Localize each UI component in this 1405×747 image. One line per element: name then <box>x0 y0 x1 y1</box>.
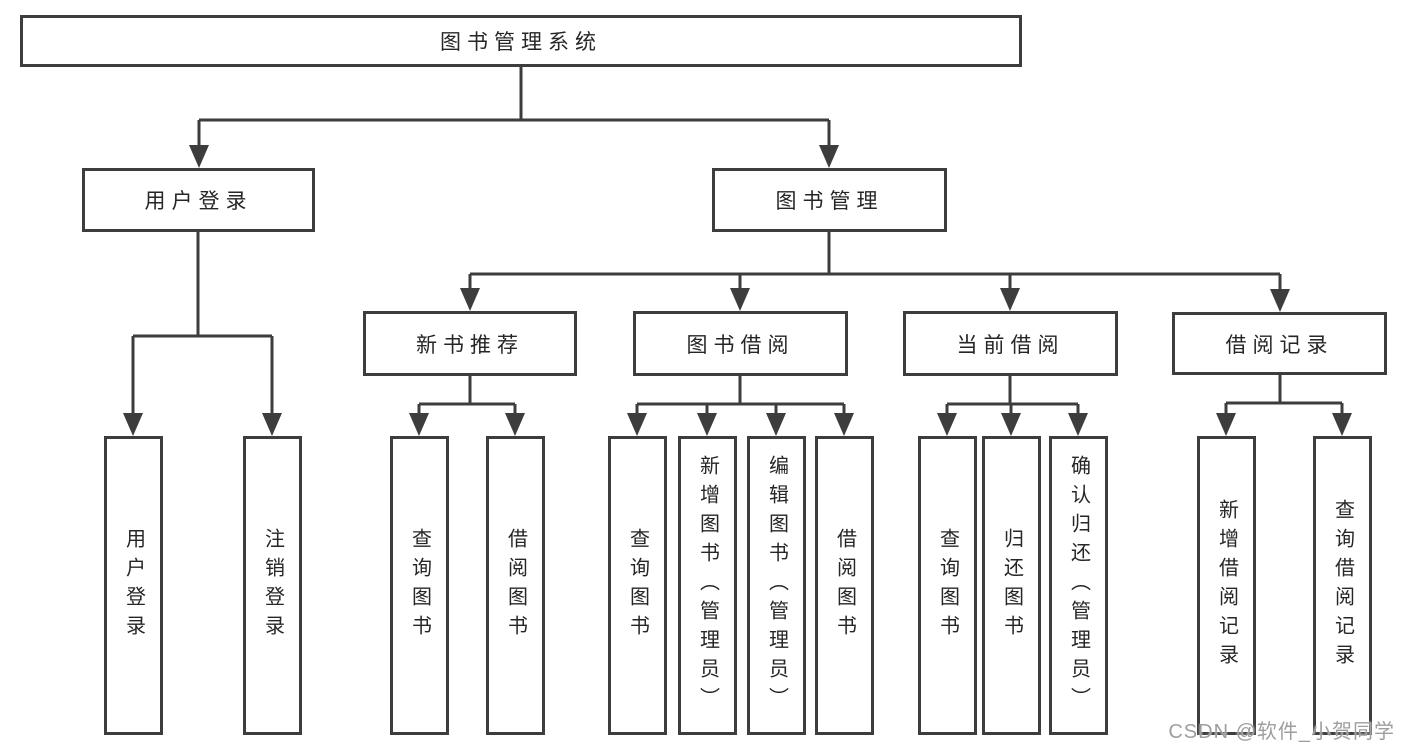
node-borrowing-records: 借阅记录 <box>1172 312 1387 375</box>
connector-borrowrecords-to-leaves <box>1216 375 1352 436</box>
leaf-logout: 注销登录 <box>243 436 302 735</box>
leaf-query-books-recommend: 查询图书 <box>390 436 449 735</box>
connector-root-to-level2 <box>189 67 839 168</box>
leaf-borrow-books: 借阅图书 <box>815 436 874 735</box>
connector-bookborrow-to-leaves <box>627 376 854 436</box>
leaf-query-borrow-record: 查询借阅记录 <box>1313 436 1372 735</box>
leaf-edit-books-admin: 编辑图书（管理员） <box>747 436 806 735</box>
node-book-borrowing: 图书借阅 <box>633 311 848 376</box>
csdn-watermark: CSDN @软件_小贺同学 <box>1168 721 1395 743</box>
leaf-query-books-borrow: 查询图书 <box>608 436 667 735</box>
leaf-borrow-books-recommend: 借阅图书 <box>486 436 545 735</box>
node-new-book-recommendation: 新书推荐 <box>363 311 577 376</box>
connector-userlogin-to-leaves <box>123 232 282 436</box>
leaf-query-books-current: 查询图书 <box>918 436 977 735</box>
node-book-management: 图书管理 <box>712 168 947 232</box>
connector-newbookrec-to-leaves <box>409 376 525 436</box>
connector-bookmgmt-to-level3 <box>460 232 1290 312</box>
node-current-borrowing: 当前借阅 <box>903 311 1118 376</box>
leaf-return-books: 归还图书 <box>982 436 1041 735</box>
leaf-confirm-return-admin: 确认归还（管理员） <box>1049 436 1108 735</box>
leaf-add-borrow-record: 新增借阅记录 <box>1197 436 1256 735</box>
node-library-management-system: 图书管理系统 <box>20 15 1022 67</box>
node-user-login: 用户登录 <box>82 168 315 232</box>
connector-currentborrow-to-leaves <box>937 376 1088 436</box>
leaf-user-login: 用户登录 <box>104 436 163 735</box>
leaf-add-books-admin: 新增图书（管理员） <box>678 436 737 735</box>
